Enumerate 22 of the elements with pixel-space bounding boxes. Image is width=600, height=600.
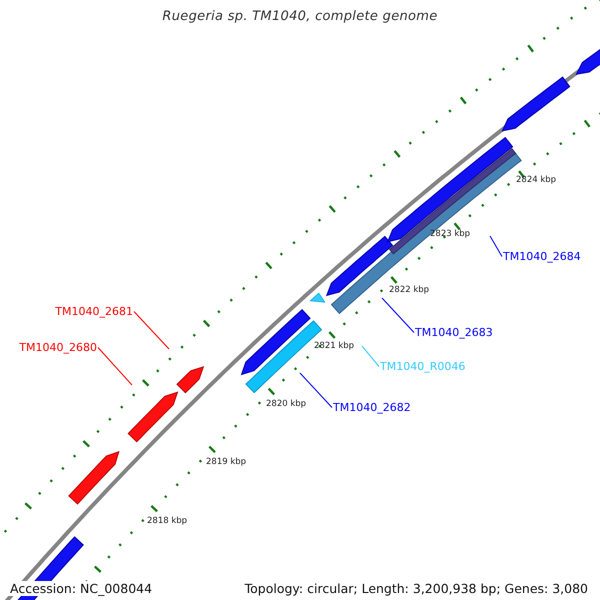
position-label: 2823 kbp: [430, 229, 470, 239]
leader-line: [490, 236, 502, 257]
gene-label: TM1040_2681: [55, 305, 133, 318]
leader-line: [382, 298, 414, 333]
gene-label: TM1040_2684: [503, 250, 581, 263]
leader-line: [362, 346, 380, 367]
leader-line: [134, 311, 170, 350]
position-label: 2822 kbp: [389, 285, 430, 295]
position-label: 2821 kbp: [314, 341, 354, 351]
leader-line: [300, 372, 332, 408]
gene-label: TM1040_2680: [19, 341, 97, 354]
leader-line: [98, 347, 132, 386]
title: Ruegeria sp. TM1040, complete genome: [162, 9, 438, 24]
gene-label: TM1040_2682: [333, 401, 411, 414]
position-label: 2818 kbp: [147, 516, 188, 526]
gene-label: TM1040_2683: [415, 326, 493, 339]
footer-note: Accession: NC_008044: [8, 581, 154, 596]
position-label: 2824 kbp: [516, 175, 556, 185]
gene-label: TM1040_R0046: [380, 360, 466, 373]
position-label: 2820 kbp: [266, 399, 306, 409]
position-label: 2819 kbp: [206, 457, 246, 467]
footer-note: Topology: circular; Length: 3,200,938 bp; Genes: 3,080: [242, 581, 590, 596]
